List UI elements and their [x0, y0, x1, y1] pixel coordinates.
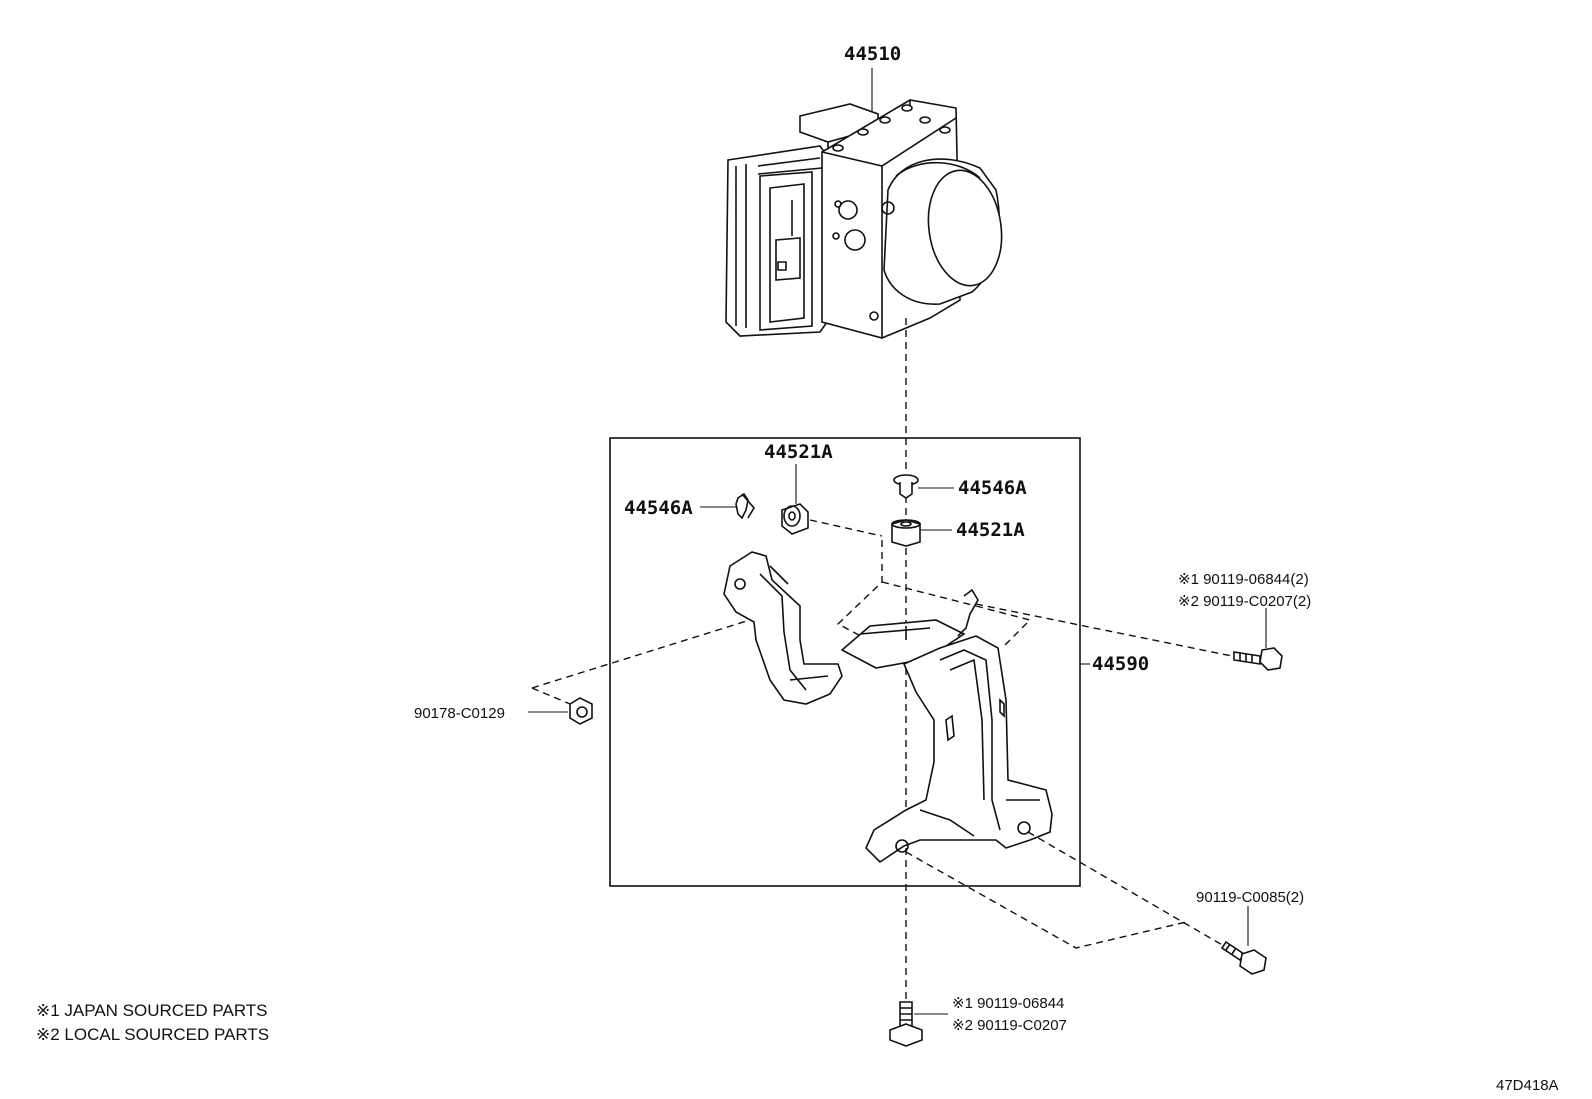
label-bolt-right-2: ※2 90119-C0207(2) — [1178, 593, 1311, 610]
label-collar-right: 44546A — [958, 477, 1027, 499]
label-actuator: 44510 — [844, 43, 901, 65]
label-cushion-left: 44521A — [764, 441, 833, 463]
label-cushion-right: 44521A — [956, 519, 1025, 541]
cushion-left[interactable] — [781, 503, 809, 535]
label-bracket: 44590 — [1092, 653, 1149, 675]
bracket-group-frame — [609, 437, 1081, 887]
note-japan-sourced: ※1 JAPAN SOURCED PARTS — [36, 1001, 268, 1020]
collar-right[interactable] — [893, 474, 919, 499]
label-collar-left: 44546A — [624, 497, 693, 519]
abs-actuator-assembly[interactable] — [725, 68, 1009, 339]
label-bolt-bottom-2: ※2 90119-C0207 — [952, 1017, 1067, 1034]
bolt-lower-right[interactable] — [1220, 940, 1267, 975]
nut[interactable] — [569, 697, 593, 725]
collar-left[interactable] — [735, 492, 755, 520]
diagram-code: 47D418A — [1496, 1077, 1559, 1094]
bolt-bottom[interactable] — [889, 1001, 923, 1047]
cushion-right[interactable] — [891, 519, 921, 547]
label-nut: 90178-C0129 — [414, 705, 505, 722]
label-bolt-bottom-1: ※1 90119-06844 — [952, 995, 1064, 1012]
note-local-sourced: ※2 LOCAL SOURCED PARTS — [36, 1025, 269, 1044]
bracket[interactable] — [723, 551, 1053, 864]
label-bolt-lower-right: 90119-C0085(2) — [1196, 889, 1304, 906]
bolt-right[interactable] — [1233, 647, 1283, 671]
label-bolt-right-1: ※1 90119-06844(2) — [1178, 571, 1309, 588]
